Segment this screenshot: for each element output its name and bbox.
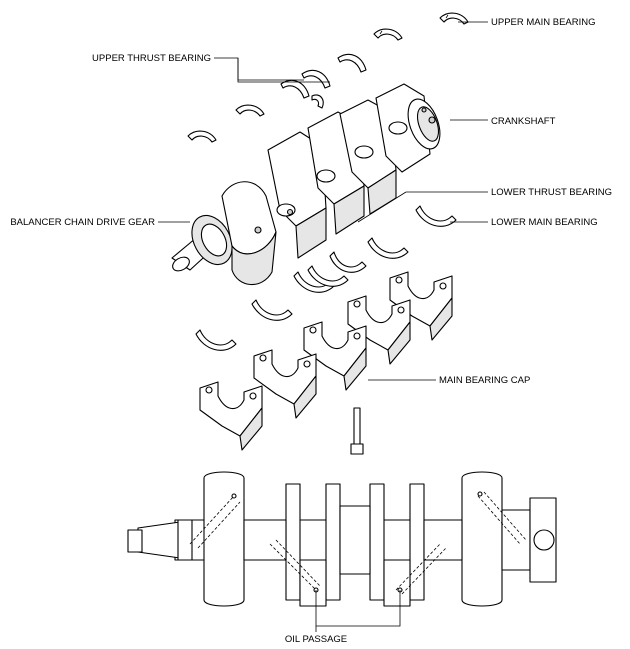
label-main-bearing-cap: MAIN BEARING CAP: [439, 375, 530, 386]
upper-thrust-bearing: [280, 53, 367, 109]
crankshaft-exploded: [171, 83, 441, 286]
main-bearing-cap-3: [303, 321, 367, 391]
lower-main-bearing-shells: [195, 205, 457, 351]
main-bearing-cap-5: [389, 271, 453, 341]
lower-thrust-bearing: [293, 251, 367, 293]
main-bearing-cap-4: [347, 295, 411, 365]
label-upper-thrust-bearing: UPPER THRUST BEARING: [92, 53, 211, 64]
main-bearing-cap-2: [253, 349, 317, 419]
leader-lines: [158, 21, 488, 632]
label-balancer-chain-drive-gear: BALANCER CHAIN DRIVE GEAR: [10, 217, 155, 228]
label-upper-main-bearing: UPPER MAIN BEARING: [491, 17, 596, 28]
main-bearing-cap-1: [199, 381, 263, 451]
upper-main-bearing-shells: [187, 12, 469, 143]
cap-bolt: [350, 407, 364, 455]
label-lower-thrust-bearing: LOWER THRUST BEARING: [491, 187, 612, 198]
crankshaft-side-view: [127, 471, 557, 607]
label-crankshaft: CRANKSHAFT: [491, 116, 556, 127]
label-lower-main-bearing: LOWER MAIN BEARING: [491, 217, 598, 228]
main-bearing-caps: [199, 271, 453, 451]
labels: UPPER MAIN BEARING UPPER THRUST BEARING …: [10, 17, 612, 645]
label-oil-passage: OIL PASSAGE: [285, 634, 347, 645]
